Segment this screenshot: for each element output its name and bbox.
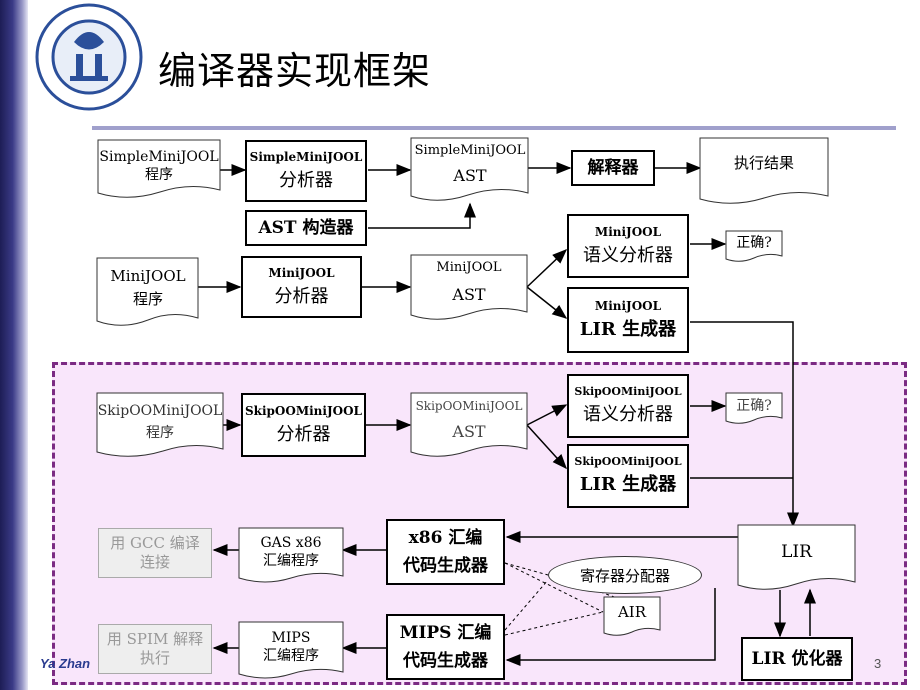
optimizer-label: LIR 优化器	[751, 648, 843, 669]
simpleminijool-parser: SimpleMiniJOOL 分析器	[245, 140, 367, 202]
step-line-2: 执行	[139, 649, 170, 667]
doc-line-2: AST	[453, 166, 487, 186]
doc-line-1: SkipOOMiniJOOL	[415, 398, 523, 413]
page-title: 编译器实现框架	[158, 49, 432, 93]
spim-interpret-execute: 用 SPIM 解释 执行	[98, 624, 212, 674]
parser-name-zh: 分析器	[279, 170, 333, 192]
doc-line-1: MiniJOOL	[110, 266, 186, 285]
minijool-source-doc: MiniJOOL 程序	[99, 263, 197, 313]
generator-line-1: x86 汇编	[408, 527, 483, 548]
doc-line-1: SkipOOMiniJOOL	[97, 402, 223, 419]
page-number: 3	[874, 656, 882, 671]
lir-doc: LIR	[740, 530, 853, 574]
doc-line-2: 程序	[145, 167, 173, 183]
gas-x86-assembly-doc: GAS x86 汇编程序	[241, 531, 341, 573]
minijool-lir-generator: MiniJOOL LIR 生成器	[567, 287, 689, 353]
gcc-compile-link: 用 GCC 编译 连接	[98, 528, 212, 578]
doc-line-1: MiniJOOL	[436, 260, 502, 276]
doc-line-2: 汇编程序	[263, 553, 319, 569]
allocator-label: 寄存器分配器	[579, 566, 670, 585]
generator-line-2: 代码生成器	[403, 651, 488, 671]
register-allocator: 寄存器分配器	[548, 556, 702, 594]
generator-line-1: MIPS 汇编	[399, 622, 492, 643]
check-label: 正确?	[736, 234, 772, 251]
x86-code-generator: x86 汇编 代码生成器	[386, 519, 505, 585]
skipoominijool-source-doc: SkipOOMiniJOOL 程序	[97, 398, 223, 446]
doc-line-1: GAS x86	[260, 534, 322, 551]
analyzer-name-en: MiniJOOL	[594, 224, 662, 239]
generator-name-zh: LIR 生成器	[579, 319, 677, 341]
minijool-check-doc: 正确?	[727, 233, 781, 253]
generator-name-en: SkipOOMiniJOOL	[574, 455, 682, 469]
doc-line-2: 程序	[132, 290, 163, 308]
check-label: 正确?	[736, 397, 772, 414]
doc-line-2: 汇编程序	[263, 648, 319, 664]
step-line-1: 用 GCC 编译	[110, 533, 200, 552]
interpreter: 解释器	[571, 150, 655, 186]
lir-label: LIR	[781, 541, 812, 562]
skipoominijool-lir-generator: SkipOOMiniJOOL LIR 生成器	[567, 444, 689, 508]
simpleminijool-ast-doc: SimpleMiniJOOL AST	[413, 142, 527, 188]
generator-name-en: MiniJOOL	[594, 298, 662, 313]
execution-result-doc: 执行结果	[702, 148, 826, 180]
skipoominijool-ast-doc: SkipOOMiniJOOL AST	[413, 396, 525, 446]
footer-author: Ya Zhan	[40, 656, 91, 671]
air-doc: AIR	[606, 600, 658, 626]
parser-name-en: MiniJOOL	[268, 265, 335, 280]
sidebar-gradient-bar	[0, 0, 28, 690]
analyzer-name-zh: 语义分析器	[583, 245, 673, 267]
step-line-2: 连接	[139, 553, 170, 571]
skipoominijool-semantic-analyzer: SkipOOMiniJOOL 语义分析器	[567, 374, 689, 438]
title-divider	[92, 126, 896, 130]
university-seal-icon	[35, 3, 143, 111]
parser-name-en: SimpleMiniJOOL	[249, 149, 363, 164]
minijool-ast-doc: MiniJOOL AST	[413, 259, 525, 307]
skipoominijool-parser: SkipOOMiniJOOL 分析器	[241, 393, 366, 457]
step-line-1: 用 SPIM 解释	[106, 629, 204, 648]
mips-code-generator: MIPS 汇编 代码生成器	[386, 614, 505, 680]
lir-optimizer: LIR 优化器	[741, 637, 853, 681]
interpreter-label: 解释器	[587, 157, 639, 178]
generator-line-2: 代码生成器	[403, 556, 488, 576]
parser-name-en: SkipOOMiniJOOL	[245, 403, 362, 418]
simpleminijool-source-doc: SimpleMiniJOOL 程序	[99, 146, 219, 186]
doc-line-1: SimpleMiniJOOL	[414, 143, 526, 159]
mips-assembly-doc: MIPS 汇编程序	[241, 626, 341, 668]
skipoominijool-check-doc: 正确?	[727, 396, 781, 416]
analyzer-name-zh: 语义分析器	[583, 404, 673, 426]
minijool-semantic-analyzer: MiniJOOL 语义分析器	[567, 214, 689, 278]
parser-name-zh: 分析器	[276, 424, 331, 446]
analyzer-name-en: SkipOOMiniJOOL	[574, 385, 682, 399]
result-label: 执行结果	[733, 154, 794, 173]
minijool-parser: MiniJOOL 分析器	[241, 256, 362, 318]
ast-builder-label: AST 构造器	[258, 217, 354, 238]
doc-line-1: MIPS	[271, 629, 311, 646]
parser-name-zh: 分析器	[274, 286, 329, 308]
generator-name-zh: LIR 生成器	[579, 474, 677, 496]
air-label: AIR	[617, 603, 647, 622]
doc-line-1: SimpleMiniJOOL	[99, 148, 219, 165]
doc-line-2: AST	[452, 285, 486, 305]
ast-builder: AST 构造器	[245, 210, 367, 246]
doc-line-2: 程序	[146, 425, 174, 441]
doc-line-2: AST	[452, 422, 486, 442]
